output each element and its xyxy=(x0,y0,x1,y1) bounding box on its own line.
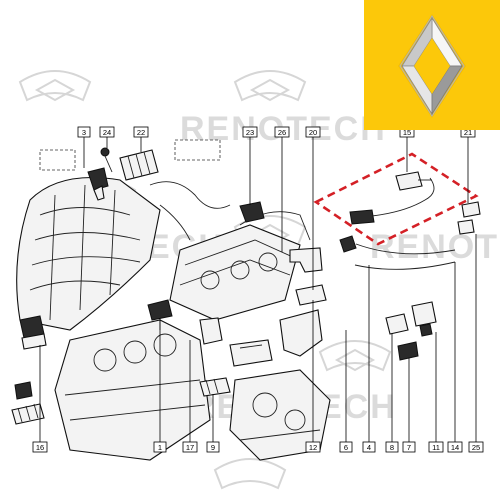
sensor-17 xyxy=(199,317,223,345)
callout-label-6: 6 xyxy=(339,441,353,453)
bracket-26 xyxy=(289,247,323,273)
callout-label-24: 24 xyxy=(99,126,115,138)
callout-labels: 3 24 22 23 26 20 15 21 16 1 17 9 12 6 4 … xyxy=(32,126,484,453)
oxygen-sensor-rear xyxy=(339,235,456,270)
svg-text:7: 7 xyxy=(407,443,411,452)
cylinder-head xyxy=(169,211,311,321)
sensor-23 xyxy=(239,201,265,223)
callout-label-20: 20 xyxy=(305,126,321,138)
callout-label-9: 9 xyxy=(206,441,220,453)
callout-label-1: 1 xyxy=(153,441,167,453)
watermark-emblem xyxy=(18,70,92,102)
sensor-11 xyxy=(411,301,437,337)
sensor-2 xyxy=(11,403,45,425)
svg-text:1: 1 xyxy=(158,443,162,452)
sensor-8 xyxy=(385,313,409,335)
oxygen-sensor-15 xyxy=(349,171,435,225)
svg-text:11: 11 xyxy=(432,443,440,452)
svg-text:26: 26 xyxy=(278,128,286,137)
clip-20 xyxy=(295,284,327,306)
svg-text:24: 24 xyxy=(103,128,111,137)
watermark-text: RENOTECH xyxy=(370,228,500,266)
callout-label-7: 7 xyxy=(402,441,416,453)
sensor-7 xyxy=(397,341,419,361)
svg-text:21: 21 xyxy=(464,128,472,137)
svg-text:9: 9 xyxy=(211,443,215,452)
wiring-harness xyxy=(39,139,231,241)
svg-text:20: 20 xyxy=(309,128,317,137)
bolt-24 xyxy=(100,147,113,173)
callout-label-11: 11 xyxy=(428,441,444,453)
callout-label-14: 14 xyxy=(447,441,463,453)
watermark-emblem xyxy=(318,340,392,372)
bracket-6 xyxy=(279,309,323,357)
svg-text:14: 14 xyxy=(451,443,459,452)
sensor-9 xyxy=(199,377,231,397)
svg-text:4: 4 xyxy=(367,443,371,452)
watermark-emblem xyxy=(213,458,287,490)
svg-text:17: 17 xyxy=(186,443,194,452)
sensor-3 xyxy=(87,167,109,201)
callout-label-12: 12 xyxy=(305,441,321,453)
callout-label-25: 25 xyxy=(468,441,484,453)
svg-text:15: 15 xyxy=(403,128,411,137)
svg-text:12: 12 xyxy=(309,443,317,452)
svg-text:3: 3 xyxy=(82,128,86,137)
connector-25 xyxy=(457,219,475,235)
callout-label-26: 26 xyxy=(274,126,290,138)
svg-text:8: 8 xyxy=(390,443,394,452)
connector-21 xyxy=(461,201,481,218)
callout-label-22: 22 xyxy=(133,126,149,138)
svg-text:6: 6 xyxy=(344,443,348,452)
sensor-22 xyxy=(119,149,159,181)
callout-label-4: 4 xyxy=(362,441,376,453)
highlight-box xyxy=(313,152,479,246)
intake-manifold xyxy=(16,177,161,331)
callout-label-8: 8 xyxy=(385,441,399,453)
callout-label-17: 17 xyxy=(182,441,198,453)
engine-block xyxy=(54,319,211,461)
svg-text:25: 25 xyxy=(472,443,480,452)
bracket-12 xyxy=(229,339,273,367)
callout-leaders xyxy=(39,137,477,442)
callout-label-16: 16 xyxy=(32,441,48,453)
renault-diamond-logo xyxy=(398,14,466,118)
svg-text:16: 16 xyxy=(36,443,44,452)
svg-text:23: 23 xyxy=(246,128,254,137)
brand-panel xyxy=(364,0,500,130)
connector-plug xyxy=(14,381,33,400)
callout-label-3: 3 xyxy=(77,126,91,138)
svg-text:22: 22 xyxy=(137,128,145,137)
watermark-emblem xyxy=(233,70,307,102)
callout-label-23: 23 xyxy=(242,126,258,138)
